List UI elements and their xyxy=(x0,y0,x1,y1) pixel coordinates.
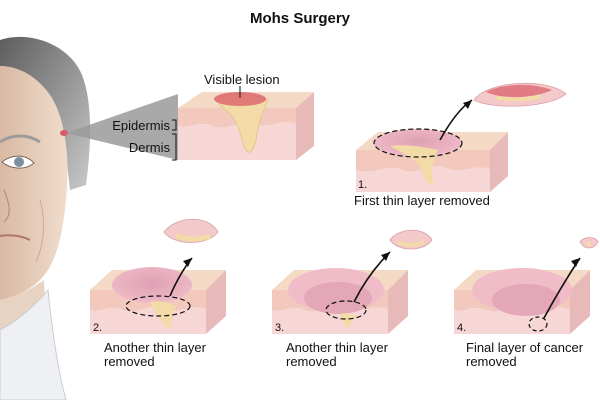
hair xyxy=(0,36,91,190)
step-2-crater xyxy=(112,267,192,303)
step-1-caption: First thin layer removed xyxy=(354,193,490,208)
step-3-crater-inner xyxy=(304,282,372,314)
step-4-number: 4. xyxy=(457,322,467,334)
step-2-removed-cells xyxy=(175,233,211,242)
step-4-arrowhead xyxy=(571,258,580,267)
eyebrow xyxy=(0,134,41,144)
step-3-block xyxy=(272,229,433,334)
epidermis-label: Epidermis xyxy=(112,118,170,133)
step-4-block xyxy=(454,237,599,334)
step-2-side xyxy=(206,270,226,334)
step-2-caption-line-1: Another thin layer xyxy=(104,340,206,355)
face-lesion xyxy=(60,130,68,136)
step-2-remaining-lesion xyxy=(150,301,176,329)
nose-line xyxy=(3,189,10,223)
step-3-side xyxy=(388,270,408,334)
step-2-caption-line-2: removed xyxy=(104,354,155,369)
block-dermis xyxy=(178,122,296,160)
step-1-side xyxy=(490,132,508,192)
block-side xyxy=(296,92,314,160)
visible-lesion-label: Visible lesion xyxy=(204,72,280,87)
dermis-label: Dermis xyxy=(128,140,170,155)
step-2-block xyxy=(90,218,226,334)
layer-brackets xyxy=(172,119,177,161)
step-1-cut-outline xyxy=(373,128,463,158)
step-3-caption-line-2: removed xyxy=(286,354,337,369)
step-4-removed-cells xyxy=(586,241,592,247)
step-3-dermis xyxy=(272,306,388,334)
step-1-crater xyxy=(374,129,462,157)
step-1-arrowhead xyxy=(463,100,472,109)
step-1-removed-cells xyxy=(495,94,541,102)
step-4-crater-inner xyxy=(492,284,560,316)
step-3-cut-outline xyxy=(325,300,367,320)
step-1-number: 1. xyxy=(358,179,368,191)
epidermis-bracket xyxy=(172,119,177,131)
dermis-bracket xyxy=(172,133,177,161)
step-3-number: 3. xyxy=(275,322,285,334)
step-4-caption-line-1: Final layer of cancer xyxy=(466,340,584,355)
step-1-dermis xyxy=(356,166,490,192)
step-1-block xyxy=(356,82,567,192)
diagram-title: Mohs Surgery xyxy=(249,10,351,27)
lesion-surface xyxy=(214,92,266,106)
step-2-number: 2. xyxy=(93,322,103,334)
step-3-caption-line-1: Another thin layer xyxy=(286,340,388,355)
iris xyxy=(14,157,24,167)
skin-block-main xyxy=(178,86,314,160)
step-3-arrowhead xyxy=(381,252,390,261)
step-1-removed-lesion xyxy=(486,84,552,98)
patient-face xyxy=(0,36,91,400)
collar xyxy=(0,288,67,400)
face-skin xyxy=(0,66,68,300)
step-2-dermis xyxy=(90,306,206,334)
step-4-cut-outline xyxy=(528,316,548,332)
step-2-arrowhead xyxy=(183,258,192,267)
step-4-side xyxy=(570,270,590,334)
step-3-remaining-lesion xyxy=(340,313,356,328)
mouth xyxy=(0,234,31,241)
callout-wedge xyxy=(66,94,178,160)
step-2-cut-outline xyxy=(125,295,191,317)
cheek-wrinkle xyxy=(35,199,44,263)
step-4-caption-line-2: removed xyxy=(466,354,517,369)
step-3-removed-cells xyxy=(397,240,425,247)
step-1-remaining-lesion xyxy=(390,145,438,185)
